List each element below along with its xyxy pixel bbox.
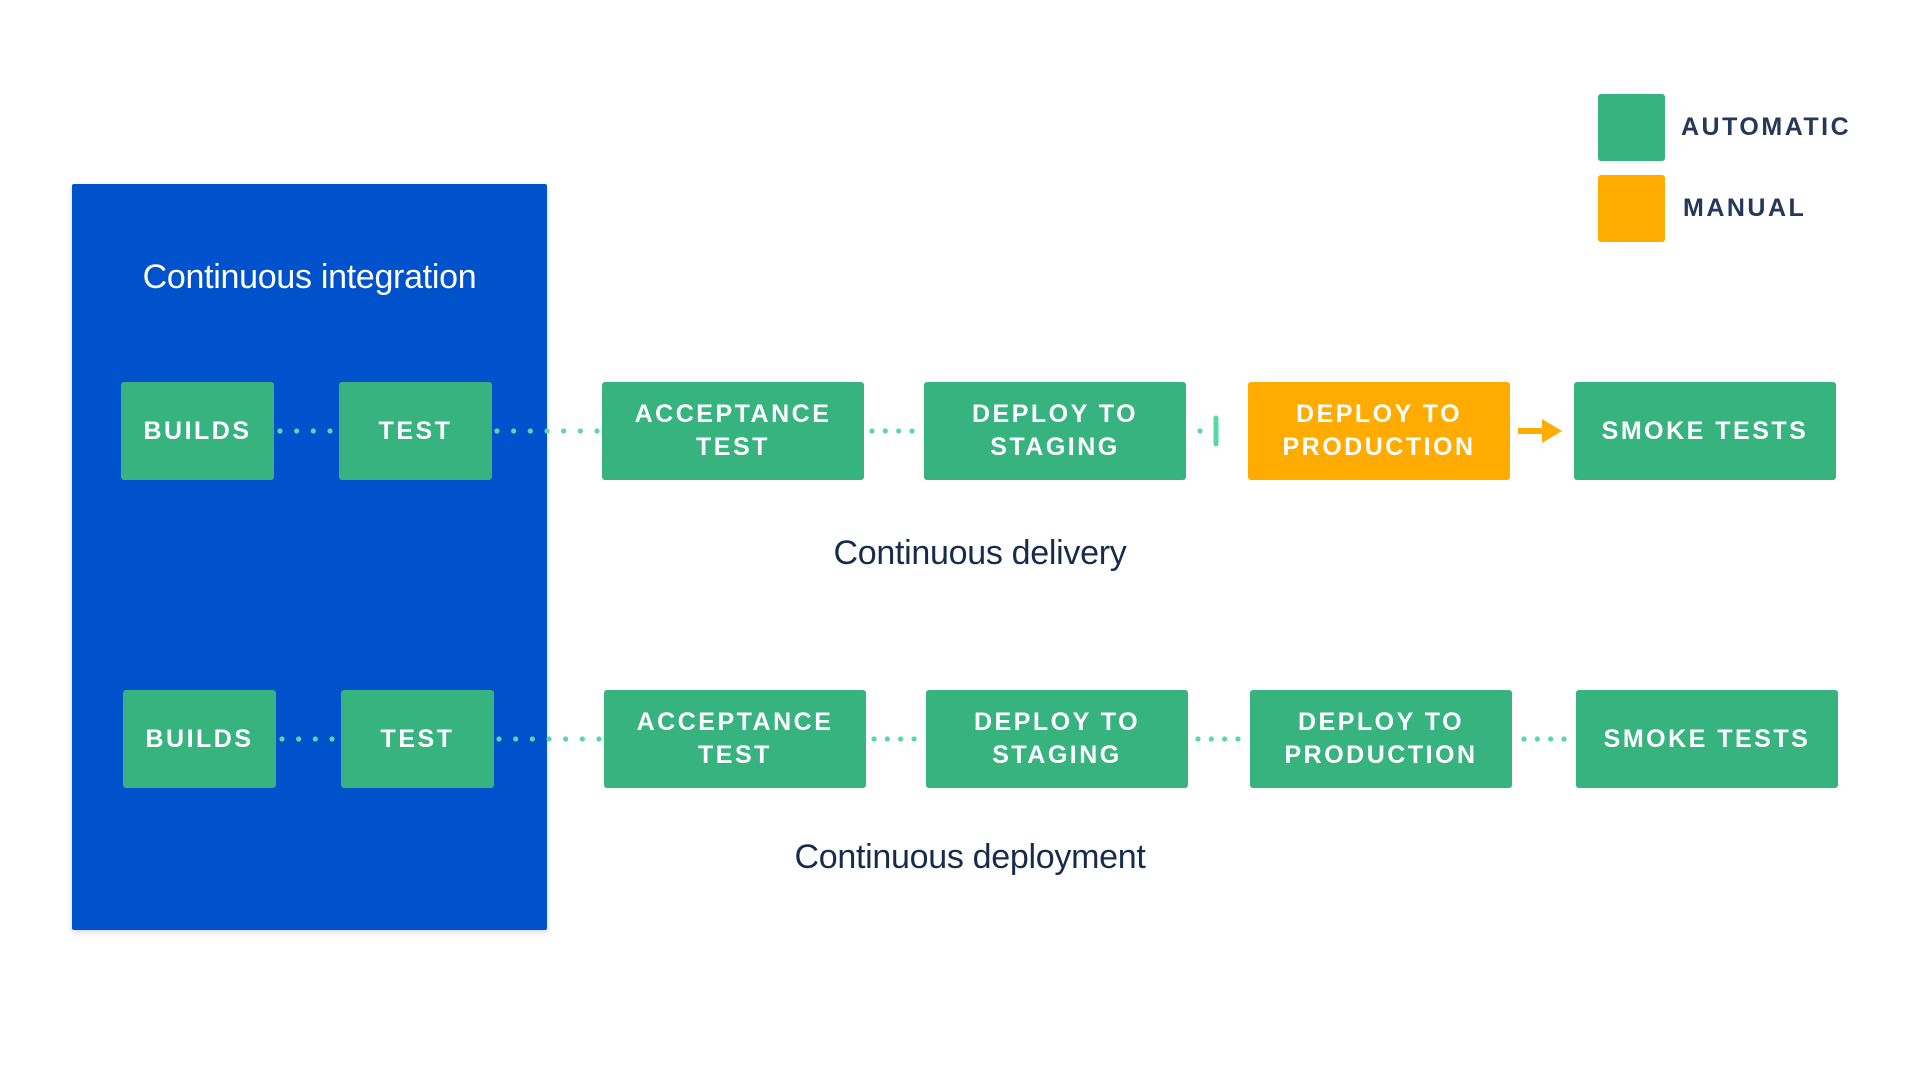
delivery-step-acceptance-test: ACCEPTANCE TEST (602, 382, 864, 480)
acceptance-staging-dot (884, 736, 890, 742)
production-smoke-dot (1561, 736, 1567, 742)
test-acceptance-dot (527, 428, 533, 434)
deployment-step-deploy-to-staging: DEPLOY TO STAGING (926, 690, 1188, 788)
test-acceptance-dot (579, 736, 585, 742)
builds-test-dot (294, 428, 300, 434)
test-acceptance-dot (563, 736, 569, 742)
acceptance-staging-dot (898, 736, 904, 742)
deployment-step-acceptance-test: ACCEPTANCE TEST (604, 690, 866, 788)
acceptance-staging-dot (896, 428, 902, 434)
acceptance-staging-dot (869, 428, 875, 434)
staging-production-dot (1222, 736, 1228, 742)
test-acceptance-dot (577, 428, 583, 434)
legend-automatic-swatch (1598, 94, 1665, 161)
test-acceptance-dot (529, 736, 535, 742)
delivery-step-smoke-tests: SMOKE TESTS (1574, 382, 1836, 480)
test-acceptance-dot (596, 736, 602, 742)
delivery-label: Continuous delivery (833, 534, 1127, 572)
test-acceptance-dot (513, 736, 519, 742)
acceptance-staging-dot (911, 736, 917, 742)
deployment-connectors (279, 736, 1567, 742)
builds-test-dot (312, 736, 318, 742)
production-smoke-dot (1548, 736, 1554, 742)
legend-manual-label: MANUAL (1683, 194, 1807, 222)
test-acceptance-dot (561, 428, 567, 434)
manual-arrow-icon (1518, 419, 1562, 443)
acceptance-staging-dot (871, 736, 877, 742)
delivery-step-builds: BUILDS (121, 382, 274, 480)
ci-panel-title: Continuous integration (142, 258, 477, 296)
delivery-step-deploy-to-staging: DEPLOY TO STAGING (924, 382, 1186, 480)
acceptance-staging-dot (882, 428, 888, 434)
delivery-step-deploy-to-production: DEPLOY TO PRODUCTION (1248, 382, 1510, 480)
acceptance-staging-dot (909, 428, 915, 434)
production-smoke-dot (1521, 736, 1527, 742)
test-acceptance-dot (546, 736, 552, 742)
staging-production-dot (1195, 736, 1201, 742)
legend-automatic-label: AUTOMATIC (1681, 113, 1852, 141)
staging-gate-dot (1197, 428, 1203, 434)
test-acceptance-dot (511, 428, 517, 434)
staging-production-dot (1208, 736, 1214, 742)
legend-manual-swatch (1598, 175, 1665, 242)
production-smoke-dot (1534, 736, 1540, 742)
builds-test-dot (327, 428, 333, 434)
builds-test-dot (310, 428, 316, 434)
ci-panel (72, 184, 547, 930)
test-acceptance-dot (544, 428, 550, 434)
test-acceptance-dot (494, 428, 500, 434)
deployment-step-smoke-tests: SMOKE TESTS (1576, 690, 1838, 788)
test-acceptance-dot (496, 736, 502, 742)
delivery-step-test: TEST (339, 382, 492, 480)
builds-test-dot (329, 736, 335, 742)
deployment-step-test: TEST (341, 690, 494, 788)
deployment-step-deploy-to-production: DEPLOY TO PRODUCTION (1250, 690, 1512, 788)
delivery-connectors (277, 428, 1203, 434)
deployment-label: Continuous deployment (794, 838, 1146, 876)
staging-production-dot (1235, 736, 1241, 742)
builds-test-dot (277, 428, 283, 434)
builds-test-dot (296, 736, 302, 742)
test-acceptance-dot (594, 428, 600, 434)
deployment-step-builds: BUILDS (123, 690, 276, 788)
builds-test-dot (279, 736, 285, 742)
